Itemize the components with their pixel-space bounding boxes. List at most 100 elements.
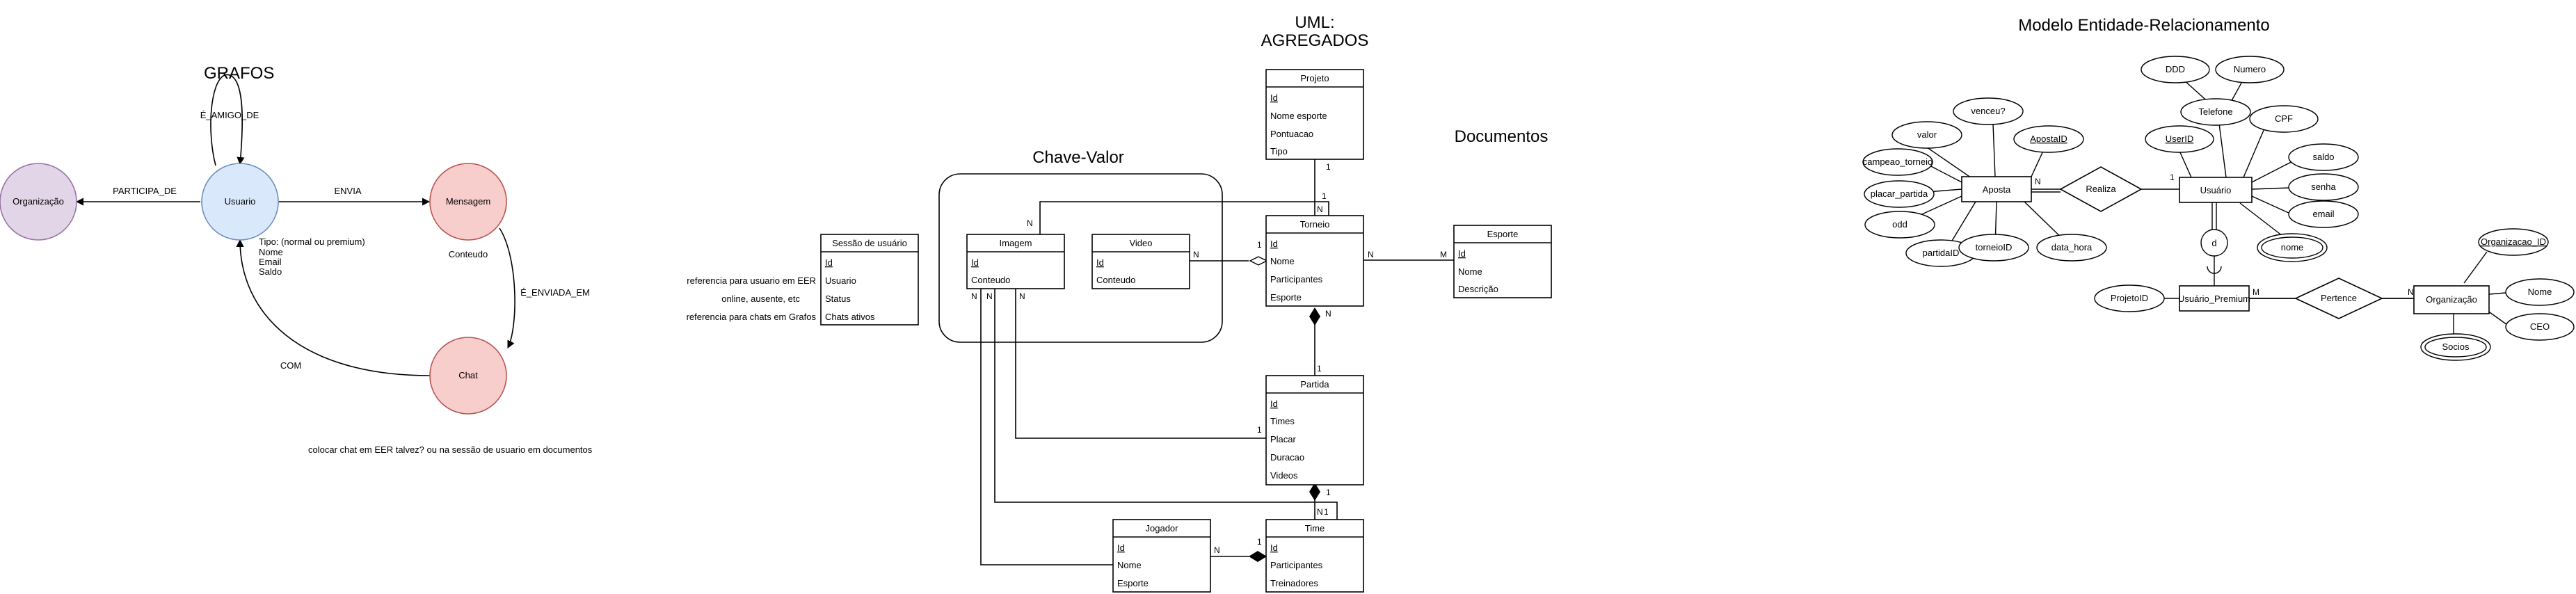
esporte-field-nome: Nome	[1458, 266, 1482, 277]
grafos-title: GRAFOS	[204, 64, 274, 83]
sessao-note-status: online, ausente, etc	[721, 294, 800, 304]
attr-campeao-label: campeao_torneio	[1863, 156, 1933, 167]
time-title: Time	[1305, 523, 1325, 533]
partida-field-duracao: Duracao	[1270, 452, 1304, 463]
jogador-field-nome: Nome	[1117, 560, 1142, 570]
attr-odd: odd	[1864, 211, 1935, 239]
node-chat[interactable]	[429, 337, 507, 415]
link-imagem-torneio	[1039, 201, 1329, 234]
attr-cpf-label: CPF	[2275, 113, 2293, 124]
attr-nome-label: nome	[2281, 242, 2304, 252]
mult-imagem-n-jogador: N	[971, 291, 977, 301]
usuario-prop-email: Email	[259, 257, 282, 267]
mult-time-1-jogador: 1	[1257, 537, 1262, 547]
torneio-field-nome: Nome	[1270, 256, 1295, 266]
attr-saldo-label: saldo	[2312, 152, 2334, 162]
diamond-torneio-video	[1249, 256, 1268, 266]
attr-placar-label: placar_partida	[1871, 188, 1928, 199]
entity-aposta[interactable]: Aposta	[1961, 176, 2032, 202]
relationship-realiza-label: Realiza	[2086, 184, 2116, 194]
video-field-conteudo: Conteudo	[1096, 275, 1135, 285]
documentos-title: Documentos	[1455, 127, 1549, 146]
mult-partida-1-imagem: 1	[1257, 425, 1262, 435]
grafos-section: GRAFOS Organização Usuario Mensagem Chat…	[0, 64, 593, 455]
attr-venceu: venceu?	[1953, 97, 2024, 125]
esporte-title: Esporte	[1487, 229, 1519, 239]
entity-aposta-label: Aposta	[1983, 184, 2011, 195]
attr-socios-label: Socios	[2442, 342, 2470, 352]
label-participa-de: PARTICIPA_DE	[113, 186, 177, 196]
uml-title-line1: UML:	[1295, 13, 1334, 32]
mult-torneio-n-esporte: N	[1368, 250, 1374, 259]
table-jogador[interactable]: Jogador Id Nome Esporte	[1112, 519, 1211, 593]
node-mensagem[interactable]	[429, 163, 507, 241]
video-title: Video	[1129, 238, 1152, 248]
node-usuario-label: Usuario	[225, 196, 256, 207]
partida-field-id: Id	[1270, 399, 1278, 409]
table-projeto[interactable]: Projeto Id Nome esporte Pontuacao Tipo	[1265, 69, 1364, 160]
attr-orgid-label: Organizacao_ID	[2481, 236, 2546, 247]
label-envia: ENVIA	[334, 186, 361, 196]
mult-esporte-m: M	[1440, 250, 1447, 259]
attr-partidaid-label: partidaID	[1923, 248, 1960, 258]
table-esporte[interactable]: Esporte Id Nome Descrição	[1453, 225, 1552, 298]
mult-torneio-n-projeto: N	[1317, 204, 1323, 214]
torneio-field-esporte: Esporte	[1270, 292, 1302, 303]
documentos-section: Documentos Esporte Id Nome Descrição	[1453, 127, 1552, 298]
node-organizacao[interactable]	[0, 163, 77, 241]
entity-usuario[interactable]: Usuário	[2179, 177, 2253, 203]
attr-data-hora-label: data_hora	[2051, 242, 2093, 252]
attr-senha: senha	[2288, 173, 2359, 201]
entity-usuario-label: Usuário	[2200, 185, 2232, 195]
grafos-note: colocar chat em EER talvez? ou na sessão…	[308, 444, 593, 455]
sessao-note-usuario: referencia para usuario em EER	[687, 275, 816, 286]
card-org-n: N	[2408, 287, 2414, 297]
attr-numero: Numero	[2215, 56, 2285, 83]
relationship-pertence[interactable]: Pertence	[2294, 278, 2383, 319]
time-field-id: Id	[1270, 543, 1278, 553]
table-time[interactable]: Time Id Participantes Treinadores	[1265, 519, 1364, 593]
jogador-field-esporte: Esporte	[1117, 578, 1149, 588]
node-chat-label: Chat	[458, 370, 478, 380]
table-torneio[interactable]: Torneio Id Nome Participantes Esporte	[1265, 215, 1364, 307]
relationship-pertence-label: Pertence	[2321, 293, 2357, 303]
entity-organizacao[interactable]: Organização	[2413, 285, 2490, 314]
entity-usuario-premium[interactable]: Usuário_Premium	[2178, 285, 2250, 312]
mult-imagem-n-torneio: N	[1027, 218, 1033, 228]
attr-userid-label: UserID	[2166, 134, 2193, 144]
relationship-realiza[interactable]: Realiza	[2059, 166, 2143, 212]
usuario-prop-saldo: Saldo	[259, 266, 282, 277]
attr-org-nome-label: Nome	[2528, 287, 2552, 297]
label-com: COM	[280, 360, 301, 371]
table-sessao-usuario[interactable]: Sessão de usuário Id Usuario Status Chat…	[820, 234, 919, 326]
sessao-field-id: Id	[825, 257, 833, 268]
attr-org-nome: Nome	[2505, 278, 2575, 306]
time-field-treinadores: Treinadores	[1270, 578, 1318, 588]
mult-time-1-imagem: 1	[1324, 507, 1329, 517]
table-imagem[interactable]: Imagem Id Conteudo	[966, 234, 1065, 289]
projeto-field-tipo: Tipo	[1270, 146, 1288, 156]
imagem-title: Imagem	[1000, 238, 1032, 248]
projeto-title: Projeto	[1300, 73, 1329, 83]
torneio-title: Torneio	[1300, 219, 1330, 230]
attr-userid: UserID	[2145, 125, 2214, 153]
disjoint-marker: d	[2200, 229, 2228, 257]
card-premium-m: M	[2253, 287, 2259, 297]
node-usuario[interactable]	[201, 163, 279, 241]
attr-nome-multivalued: nome	[2257, 233, 2328, 262]
attr-senha-label: senha	[2311, 182, 2336, 192]
attr-ddd-label: DDD	[2166, 64, 2185, 74]
edge-e-amigo-de	[210, 74, 245, 166]
projeto-field-id: Id	[1270, 93, 1278, 103]
partida-title: Partida	[1300, 379, 1329, 390]
attr-apostaid-label: ApostaID	[2030, 134, 2067, 144]
diamond-time-jogador	[1249, 551, 1267, 562]
torneio-field-participantes: Participantes	[1270, 274, 1323, 284]
card-usuario-1: 1	[2170, 172, 2175, 182]
imagem-field-id: Id	[971, 257, 979, 268]
table-partida[interactable]: Partida Id Times Placar Duracao Videos	[1265, 375, 1364, 485]
partida-field-placar: Placar	[1270, 434, 1297, 444]
entity-usuario-premium-label: Usuário_Premium	[2178, 294, 2250, 304]
table-video[interactable]: Video Id Conteudo	[1091, 234, 1190, 289]
diamond-partida-time	[1309, 483, 1320, 501]
